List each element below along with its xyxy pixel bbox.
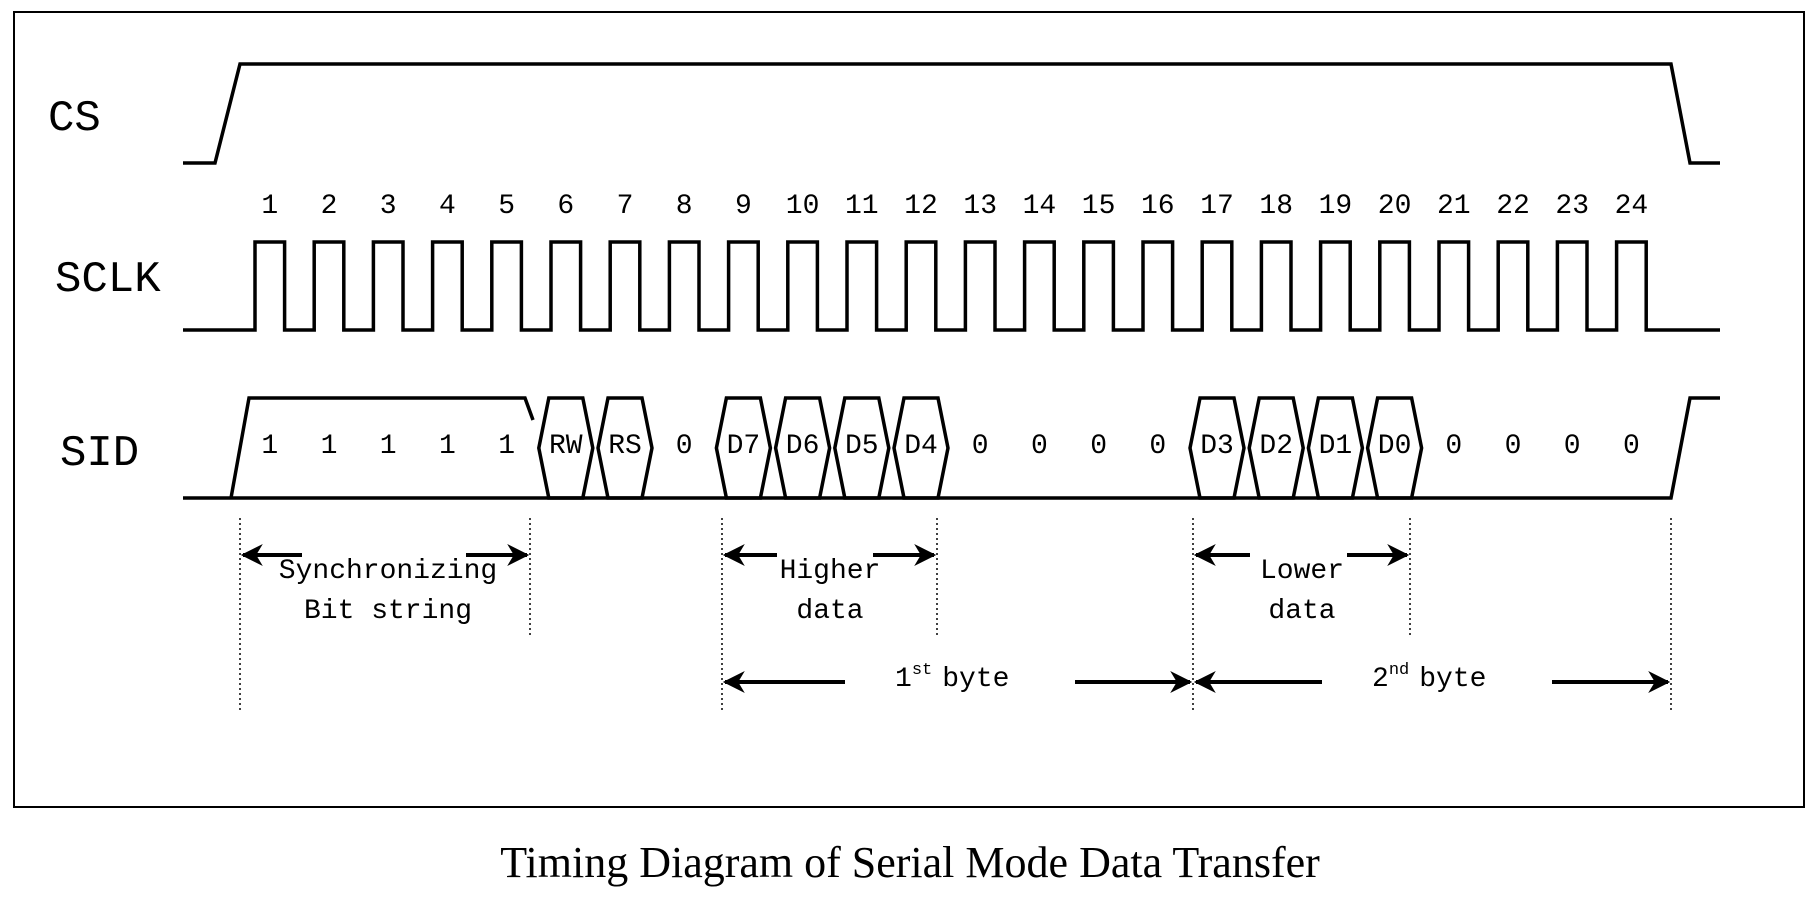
sid-bit-label: 1	[261, 431, 278, 462]
clock-number: 22	[1496, 191, 1530, 222]
sid-bit-label: 1	[380, 431, 397, 462]
sid-label: SID	[60, 429, 139, 479]
sclk-waveform	[183, 240, 1720, 332]
higher-label-line1: Higher	[780, 556, 881, 587]
clock-number: 3	[380, 191, 397, 222]
clock-number: 12	[904, 191, 938, 222]
sync-label-line1: Synchronizing	[279, 556, 497, 587]
clock-number: 4	[439, 191, 456, 222]
sid-data-cell	[1188, 396, 1246, 500]
clock-number: 15	[1082, 191, 1116, 222]
clock-number: 18	[1259, 191, 1293, 222]
sid-bit-label: 0	[1090, 431, 1107, 462]
sid-data-cell	[596, 396, 654, 500]
clock-number: 2	[321, 191, 338, 222]
sid-bit-label: 1	[321, 431, 338, 462]
clock-number: 9	[735, 191, 752, 222]
sclk-label: SCLK	[55, 255, 161, 305]
sid-bit-label: D5	[845, 431, 879, 462]
sid-bit-label: 0	[1505, 431, 1522, 462]
clock-number: 13	[963, 191, 997, 222]
clock-number: 19	[1319, 191, 1353, 222]
sid-bit-label: 0	[1623, 431, 1640, 462]
clock-number: 1	[261, 191, 278, 222]
sync-label-line2: Bit string	[304, 596, 472, 627]
sid-bit-label: D0	[1378, 431, 1412, 462]
sid-bit-label: 1	[498, 431, 515, 462]
sid-bit-label: 0	[972, 431, 989, 462]
sid-bit-label: 1	[439, 431, 456, 462]
sid-data-cell	[537, 396, 595, 500]
lower-label-line2: data	[1268, 596, 1335, 627]
clock-number: 10	[786, 191, 820, 222]
sid-bit-label: 0	[1564, 431, 1581, 462]
sid-bit-label: D7	[727, 431, 761, 462]
sid-data-cell	[1365, 396, 1424, 500]
sid-data-cell	[892, 396, 950, 500]
sid-bit-label: D6	[786, 431, 820, 462]
sid-data-cell	[714, 396, 773, 500]
clock-number: 8	[676, 191, 693, 222]
sid-bit-label: D2	[1259, 431, 1293, 462]
clock-number: 17	[1200, 191, 1234, 222]
sid-data-cell	[1247, 396, 1305, 500]
clock-number: 5	[498, 191, 515, 222]
sid-data-cell	[773, 396, 832, 500]
sid-bit-label: RW	[549, 431, 583, 462]
cs-waveform	[183, 62, 1720, 165]
sid-bit-label: D1	[1319, 431, 1353, 462]
sid-waveform	[183, 396, 1720, 500]
clock-number: 6	[557, 191, 574, 222]
diagram-caption: Timing Diagram of Serial Mode Data Trans…	[500, 838, 1320, 887]
clock-number: 7	[617, 191, 634, 222]
sid-bit-label: D4	[904, 431, 938, 462]
sid-data-cell	[833, 396, 891, 500]
cs-label: CS	[48, 94, 101, 144]
sid-bit-label: 0	[676, 431, 693, 462]
clock-number: 16	[1141, 191, 1175, 222]
sid-baseline	[183, 396, 1720, 500]
sid-data-cell	[1306, 396, 1365, 500]
higher-label-line2: data	[796, 596, 863, 627]
sid-bit-label: D3	[1200, 431, 1234, 462]
clock-number: 14	[1023, 191, 1057, 222]
sid-bit-label: RS	[608, 431, 642, 462]
clock-number: 20	[1378, 191, 1412, 222]
sid-sync-block	[229, 396, 535, 499]
clock-number: 24	[1615, 191, 1649, 222]
lower-label-line1: Lower	[1260, 556, 1344, 587]
clock-number: 11	[845, 191, 879, 222]
sid-bit-labels: 1 1 1 1 1 RW RS 0 D7 D6 D5 D4 0 0 0 0 D3 D2 D1 D0 0 0 0 0	[261, 431, 1639, 462]
sid-bit-label: 0	[1149, 431, 1166, 462]
sid-bit-label: 0	[1445, 431, 1462, 462]
sid-bit-label: 0	[1031, 431, 1048, 462]
clock-number: 23	[1555, 191, 1589, 222]
clock-number: 21	[1437, 191, 1471, 222]
diagram-frame	[13, 11, 1805, 808]
